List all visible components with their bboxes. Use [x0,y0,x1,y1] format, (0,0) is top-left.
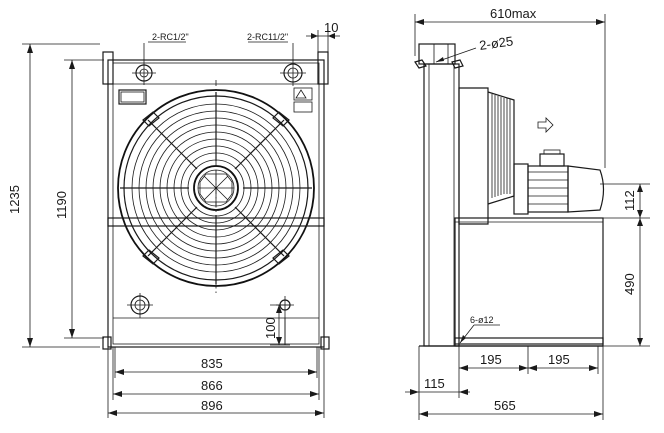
dim-100: 100 [263,317,278,339]
side-dimensions: 610max 2-ø25 112 490 6-ø12 [405,6,650,420]
dim-195-a: 195 [480,352,502,367]
dim-896: 896 [201,398,223,413]
front-view: 2-RC1/2" 2-RC11/2" [102,32,330,350]
radiator-frame-inner [112,62,320,345]
side-view [414,43,605,347]
airflow-arrow-icon [537,117,554,133]
warning-label [293,87,313,101]
port-label-right: 2-RC11/2" [247,32,288,42]
dim-1235: 1235 [7,185,22,214]
dim-112: 112 [622,190,637,211]
label-6-phi12: 6-ø12 [470,315,494,325]
port-label-left: 2-RC1/2" [152,32,189,42]
label-2-phi25: 2-ø25 [478,33,514,53]
port-left-top [132,43,156,85]
side-top-bracket [418,43,456,65]
fan-housing-side [458,87,515,225]
port-right-top [280,43,306,86]
motor [513,149,605,215]
front-dimensions: 1235 1190 10 100 835 [7,20,340,418]
port-left-bottom [127,293,153,318]
dim-565: 565 [494,398,516,413]
dim-490: 490 [622,273,637,295]
nameplate [118,89,147,105]
dim-610max: 610max [490,6,537,21]
oil-tank [454,217,604,345]
dim-866: 866 [201,378,223,393]
dim-195-b: 195 [548,352,570,367]
dim-1190: 1190 [54,191,69,219]
right-top-bracket [317,51,329,85]
radiator-frame-outer [107,59,325,348]
dim-10: 10 [324,20,338,35]
dim-115: 115 [424,376,445,391]
dim-835: 835 [201,356,223,371]
